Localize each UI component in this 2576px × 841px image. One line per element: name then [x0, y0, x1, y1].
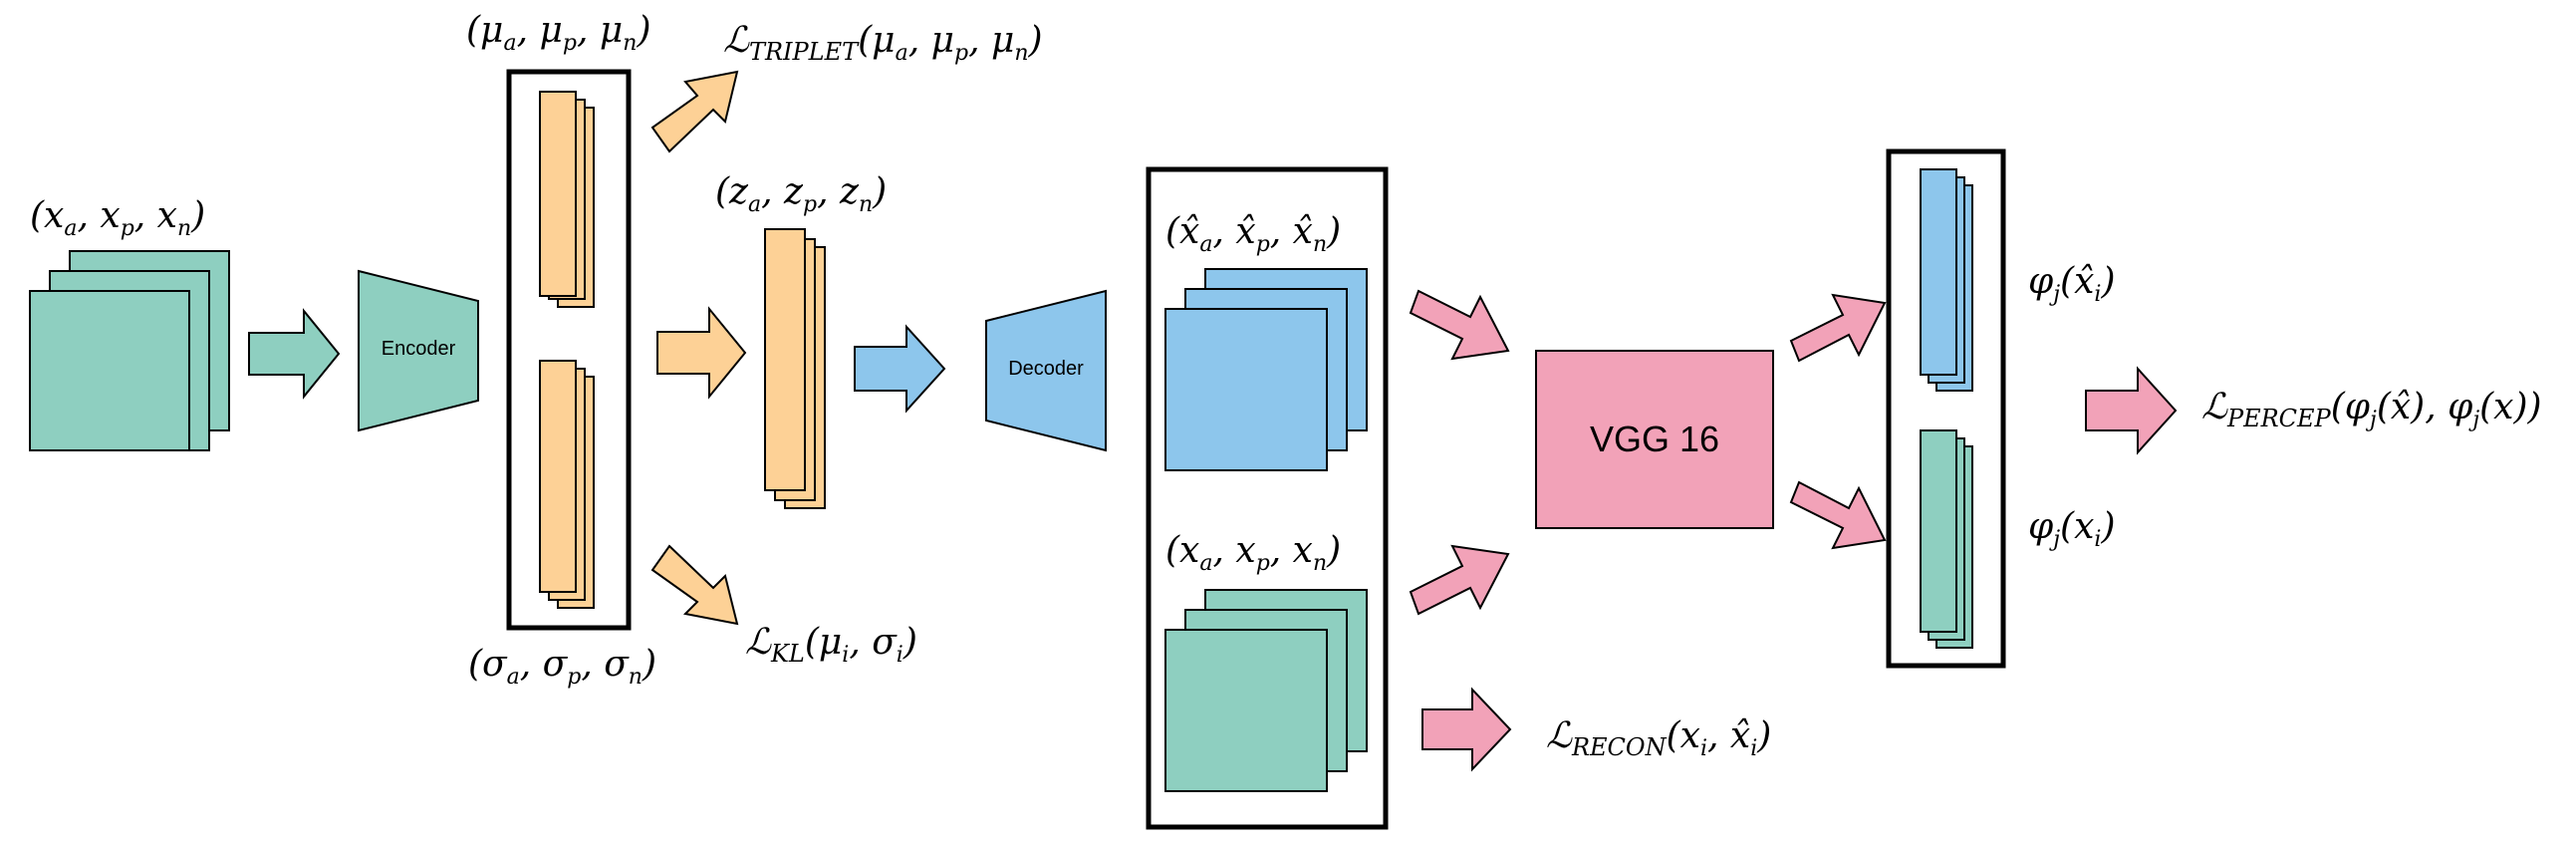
mu-triplet-label: (μa, μp, μn) — [466, 10, 650, 56]
z-triplet-label: (za, zp, zn) — [715, 171, 887, 217]
orig-triplet-label: (xa, xp, xn) — [1165, 530, 1341, 576]
sigma-vector-stack — [539, 360, 595, 609]
phi-orig-stack — [1920, 429, 1973, 649]
arrow-to-decoder — [854, 324, 946, 414]
arrow-vgg-to-phi-orig — [1789, 480, 1887, 550]
decoder-label: Decoder — [1008, 358, 1084, 380]
reconstructed-image-stack — [1164, 268, 1368, 471]
arrow-to-kl-loss — [650, 544, 739, 626]
latent-params-box — [506, 69, 632, 631]
arrow-orig-to-vgg — [1409, 544, 1510, 616]
feature-maps-box — [1886, 148, 2006, 669]
decoder-block — [985, 289, 1107, 452]
input-triplet-label: (xa, xp, xn) — [30, 195, 205, 241]
arrow-to-z — [656, 306, 747, 400]
arrow-recon-to-vgg — [1409, 289, 1510, 361]
percep-loss-label: ℒPERCEP(φj(x̂), φj(x)) — [2201, 387, 2542, 432]
input-image-stack — [29, 250, 230, 451]
arrow-vgg-to-phi-recon — [1789, 293, 1887, 363]
arrow-to-percep-loss — [2085, 366, 2178, 455]
arrow-to-encoder — [248, 308, 341, 400]
phi-recon-stack — [1920, 168, 1973, 392]
sigma-triplet-label: (σa, σp, σn) — [468, 644, 656, 690]
recon-triplet-label: (x̂a, x̂p, x̂n) — [1165, 211, 1341, 257]
phi-orig-label: φj(xi) — [2028, 506, 2116, 552]
kl-loss-label: ℒKL(μi, σi) — [745, 622, 917, 668]
decoder-output-box — [1146, 166, 1389, 830]
encoder-block — [358, 269, 479, 432]
phi-recon-label: φj(x̂i) — [2028, 261, 2116, 307]
z-vector-stack — [764, 228, 826, 509]
mu-vector-stack — [539, 91, 595, 308]
vgg16-label: VGG 16 — [1590, 419, 1719, 459]
arrow-to-triplet-loss — [650, 70, 739, 153]
original-image-stack — [1164, 589, 1368, 792]
arrow-to-recon-loss — [1421, 687, 1512, 772]
encoder-label: Encoder — [382, 338, 456, 360]
triplet-loss-label: ℒTRIPLET(μa, μp, μn) — [723, 20, 1043, 66]
recon-loss-label: ℒRECON(xi, x̂i) — [1546, 715, 1771, 761]
vgg16-block — [1535, 350, 1774, 529]
